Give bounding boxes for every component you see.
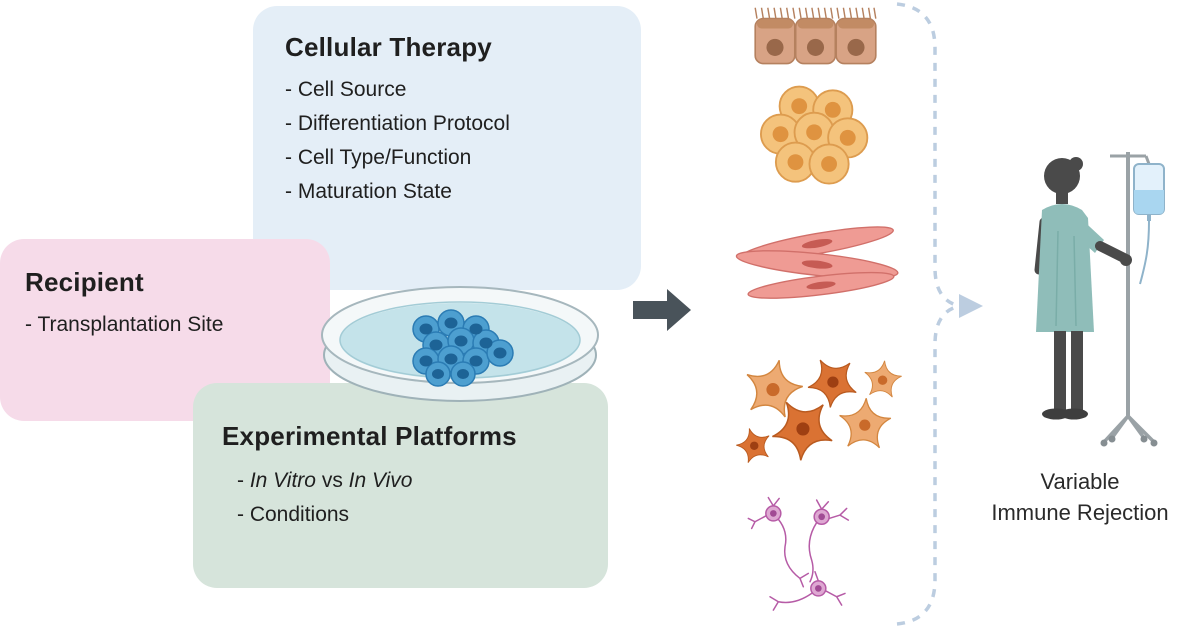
- recipient-title: Recipient: [25, 267, 144, 297]
- petri-dish-with-cells-icon: [321, 286, 599, 402]
- cellular-therapy-items: - Cell Source - Differentiation Protocol…: [285, 73, 641, 209]
- experimental-platforms-box: Experimental Platforms - In Vitro vs In …: [193, 383, 608, 588]
- experimental-platforms-items: - In Vitro vs In Vivo - Conditions: [237, 464, 608, 532]
- epithelial-cells-icon: [754, 7, 877, 65]
- cellular-therapy-item-cell-source: - Cell Source: [285, 78, 407, 101]
- in-vitro-text: In Vitro: [249, 469, 316, 492]
- experimental-platforms-title: Experimental Platforms: [222, 421, 517, 451]
- dashed-bracket-arrow-icon: [896, 2, 983, 626]
- platforms-item-conditions: - Conditions: [237, 503, 350, 526]
- patient-with-iv-pole-icon: [1034, 152, 1165, 447]
- recipient-items: - Transplantation Site: [25, 308, 330, 342]
- cellular-therapy-title: Cellular Therapy: [285, 32, 492, 62]
- cellular-therapy-item-cell-type: - Cell Type/Function: [285, 146, 472, 169]
- recipient-item-transplantation-site: - Transplantation Site: [25, 313, 224, 336]
- outcome-line2: Immune Rejection: [991, 500, 1169, 525]
- item-dash: -: [237, 469, 250, 492]
- platforms-item-invitro-vs-invivo: - In Vitro vs In Vivo: [237, 464, 608, 498]
- outcome-caption: Variable Immune Rejection: [960, 466, 1200, 528]
- arrow-right-icon: [633, 289, 691, 331]
- round-cell-cluster-icon: [760, 85, 869, 185]
- cellular-therapy-item-differentiation: - Differentiation Protocol: [285, 112, 510, 135]
- outcome-line1: Variable: [1040, 469, 1120, 494]
- neurons-icon: [747, 496, 850, 611]
- vs-text: vs: [315, 469, 349, 492]
- spindle-muscle-cells-icon: [735, 226, 899, 299]
- star-shaped-cells-icon: [731, 352, 906, 469]
- cellular-therapy-item-maturation: - Maturation State: [285, 180, 452, 203]
- in-vivo-text: In Vivo: [348, 469, 413, 492]
